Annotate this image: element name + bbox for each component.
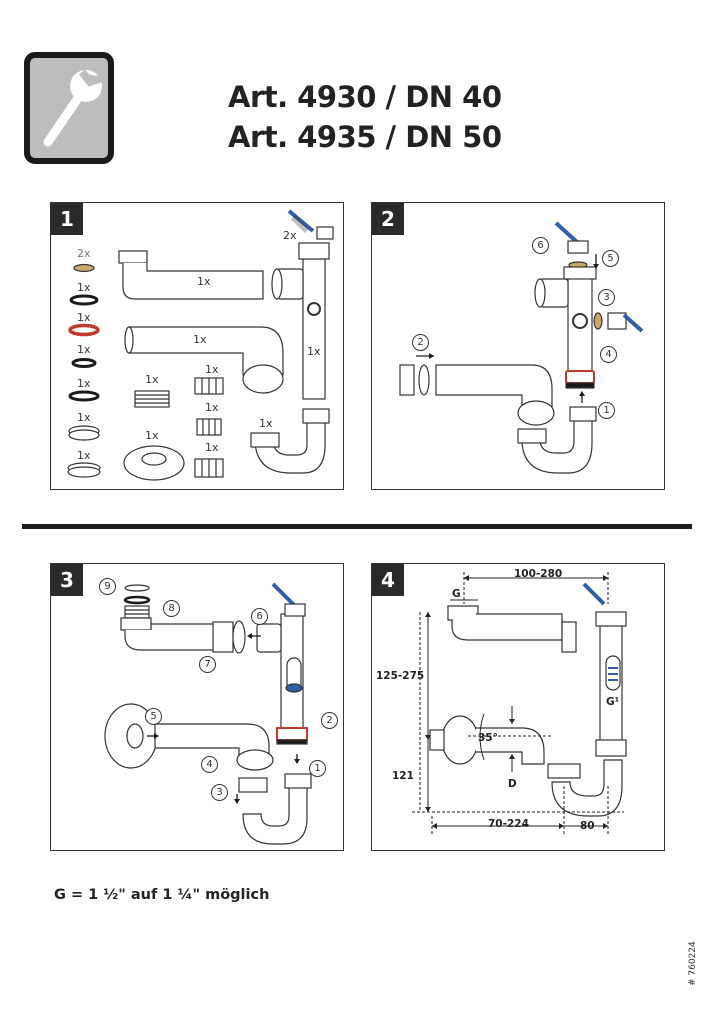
step-marker: 1	[598, 402, 615, 419]
qty-label: 1x	[205, 401, 219, 414]
assembly-illustration	[399, 221, 644, 474]
dimension-label: 70-224	[488, 818, 529, 830]
qty-label: 1x	[77, 449, 91, 462]
dimension-drawing	[412, 572, 627, 834]
step-marker: 6	[251, 608, 268, 625]
step-marker: 1	[309, 760, 326, 777]
qty-label: 1x	[145, 429, 159, 442]
qty-label: 1x	[197, 275, 211, 288]
qty-label: 1x	[77, 311, 91, 324]
step-marker: 7	[199, 656, 216, 673]
qty-label: 2x	[77, 247, 91, 260]
step-number-1: 1	[51, 203, 83, 235]
qty-label: 1x	[77, 411, 91, 424]
qty-label: 1x	[259, 417, 273, 430]
qty-label: 1x	[193, 333, 207, 346]
dimension-label: 121	[392, 770, 414, 782]
dimension-label: 80	[580, 820, 595, 832]
qty-label: 1x	[205, 441, 219, 454]
document-number: # 760224	[688, 941, 698, 986]
dimension-label: D	[508, 778, 517, 790]
section-divider	[22, 524, 692, 529]
footnote: G = 1 ½" auf 1 ¼" möglich	[54, 887, 270, 903]
step-panel-3: 3 1 2 3 4 5 6 7 8 9	[50, 563, 344, 851]
step-panel-1: 1 2x 1x 1x 1x 1x 1x 1x 1x 1x 1x 1x 1x 1x…	[50, 202, 344, 490]
wrench-icon	[24, 52, 114, 164]
qty-label: 2x	[283, 229, 297, 242]
step-marker: 2	[412, 334, 429, 351]
step-marker: 3	[598, 289, 615, 306]
dimension-label: G	[452, 588, 461, 600]
dimension-label: 100-280	[514, 568, 563, 580]
step-marker: 9	[99, 578, 116, 595]
article-title-4930: Art. 4930 / DN 40	[228, 80, 502, 114]
step-marker: 4	[201, 756, 218, 773]
step-number-2: 2	[372, 203, 404, 235]
step-marker: 5	[145, 708, 162, 725]
step-number-3: 3	[51, 564, 83, 596]
qty-label: 1x	[205, 363, 219, 376]
step-number-4: 4	[372, 564, 404, 596]
step-marker: 2	[321, 712, 338, 729]
dimension-label: G¹	[606, 696, 620, 708]
dimension-label: 125-275	[376, 670, 425, 682]
step-marker: 5	[602, 250, 619, 267]
qty-label: 1x	[77, 281, 91, 294]
step-marker: 8	[163, 600, 180, 617]
qty-label: 1x	[307, 345, 321, 358]
article-title-4935: Art. 4935 / DN 50	[228, 120, 502, 154]
dimension-label: 35°	[478, 732, 498, 744]
qty-label: 1x	[77, 343, 91, 356]
parts-illustration	[67, 209, 334, 481]
step-marker: 4	[600, 346, 617, 363]
qty-label: 1x	[77, 377, 91, 390]
qty-label: 1x	[145, 373, 159, 386]
step-panel-2: 2 1 2 3 4 5 6	[371, 202, 665, 490]
step-marker: 6	[532, 237, 549, 254]
step-panel-4: 4 100-280 G 125-275 121 70-224 80 35° G¹…	[371, 563, 665, 851]
assembly-illustration	[104, 582, 312, 845]
step-marker: 3	[211, 784, 228, 801]
